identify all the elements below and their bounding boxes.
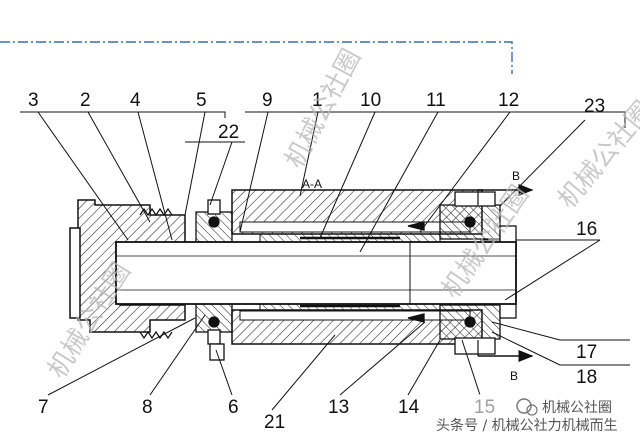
view-arrow-bottom bbox=[477, 340, 534, 362]
part-label-18: 18 bbox=[576, 367, 597, 388]
account-name: 机械公社圈 bbox=[542, 400, 612, 416]
part-labels: 3 2 4 5 9 1 10 11 12 23 22 16 17 18 7 8 … bbox=[28, 90, 605, 433]
part-label-11: 11 bbox=[426, 90, 446, 111]
part-label-7: 7 bbox=[38, 397, 49, 418]
spindle-bore bbox=[115, 241, 517, 305]
wechat-icon bbox=[516, 398, 532, 414]
leader-lines bbox=[37, 111, 601, 411]
part-label-8: 8 bbox=[142, 397, 153, 418]
front-nose bbox=[69, 199, 186, 340]
watermark: 机械公社圈 bbox=[280, 44, 368, 173]
section-label: A-A bbox=[302, 177, 322, 191]
part-label-14: 14 bbox=[398, 397, 420, 418]
part-label-16: 16 bbox=[576, 219, 597, 240]
part-label-10: 10 bbox=[360, 90, 381, 111]
view-arrow-top bbox=[477, 184, 534, 205]
part-label-12: 12 bbox=[498, 90, 519, 111]
view-marker-bottom: B bbox=[510, 369, 518, 383]
part-label-3: 3 bbox=[28, 90, 39, 111]
part-label-9: 9 bbox=[262, 90, 273, 111]
view-marker-top: B bbox=[512, 169, 520, 183]
front-bearings bbox=[195, 199, 233, 361]
part-label-21: 21 bbox=[264, 412, 285, 433]
part-label-5: 5 bbox=[196, 90, 207, 111]
credit-text: 头条号 / 机械公社力机械而生 bbox=[436, 417, 618, 434]
part-label-17: 17 bbox=[576, 342, 597, 363]
part-label-4: 4 bbox=[130, 90, 141, 111]
footer-credit: 机械公社圈 头条号 / 机械公社力机械而生 bbox=[432, 394, 640, 434]
part-label-2: 2 bbox=[80, 90, 91, 111]
part-label-13: 13 bbox=[328, 397, 349, 418]
part-label-1: 1 bbox=[312, 90, 323, 111]
part-label-22: 22 bbox=[218, 122, 239, 143]
part-label-6: 6 bbox=[228, 397, 239, 418]
section-cut-line bbox=[0, 41, 513, 74]
part-label-23: 23 bbox=[584, 96, 605, 117]
